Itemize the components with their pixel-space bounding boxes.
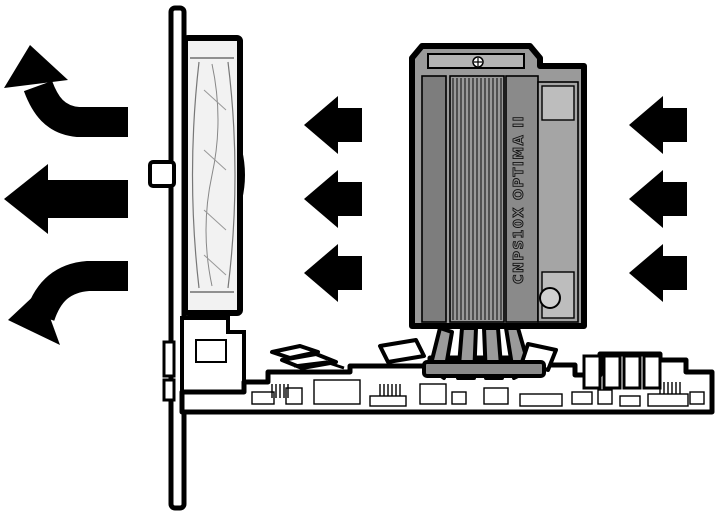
exhaust-arrows (4, 45, 128, 345)
rear-case-panel (148, 5, 187, 511)
intake-arrows-middle (304, 96, 362, 302)
exhaust-fan (182, 35, 245, 316)
cooler-mounting-bracket (378, 338, 558, 372)
intake-arrows-right (629, 96, 687, 302)
airflow-arrow-icon (304, 170, 362, 228)
airflow-arrow-icon (304, 96, 362, 154)
airflow-arrow-icon (304, 244, 362, 302)
cooler-fins (449, 75, 505, 323)
motherboard (162, 316, 715, 415)
vrm-heatsink (270, 344, 345, 370)
board-pins (271, 382, 681, 398)
curved-exhaust-arrow-icon (4, 45, 128, 137)
airflow-arrow-icon (4, 164, 128, 234)
airflow-arrow-icon (629, 96, 687, 154)
memory-slots (582, 354, 662, 390)
cpu-cooler: CNPS10X OPTIMA II (378, 43, 587, 380)
cooler-model-label: CNPS10X OPTIMA II (512, 115, 527, 284)
cooler-logo-badge (539, 287, 561, 309)
airflow-arrow-icon (629, 170, 687, 228)
curved-exhaust-arrow-icon (8, 261, 128, 345)
board-components (251, 379, 705, 407)
cooler-top-clip (427, 53, 525, 69)
airflow-arrow-icon (629, 244, 687, 302)
